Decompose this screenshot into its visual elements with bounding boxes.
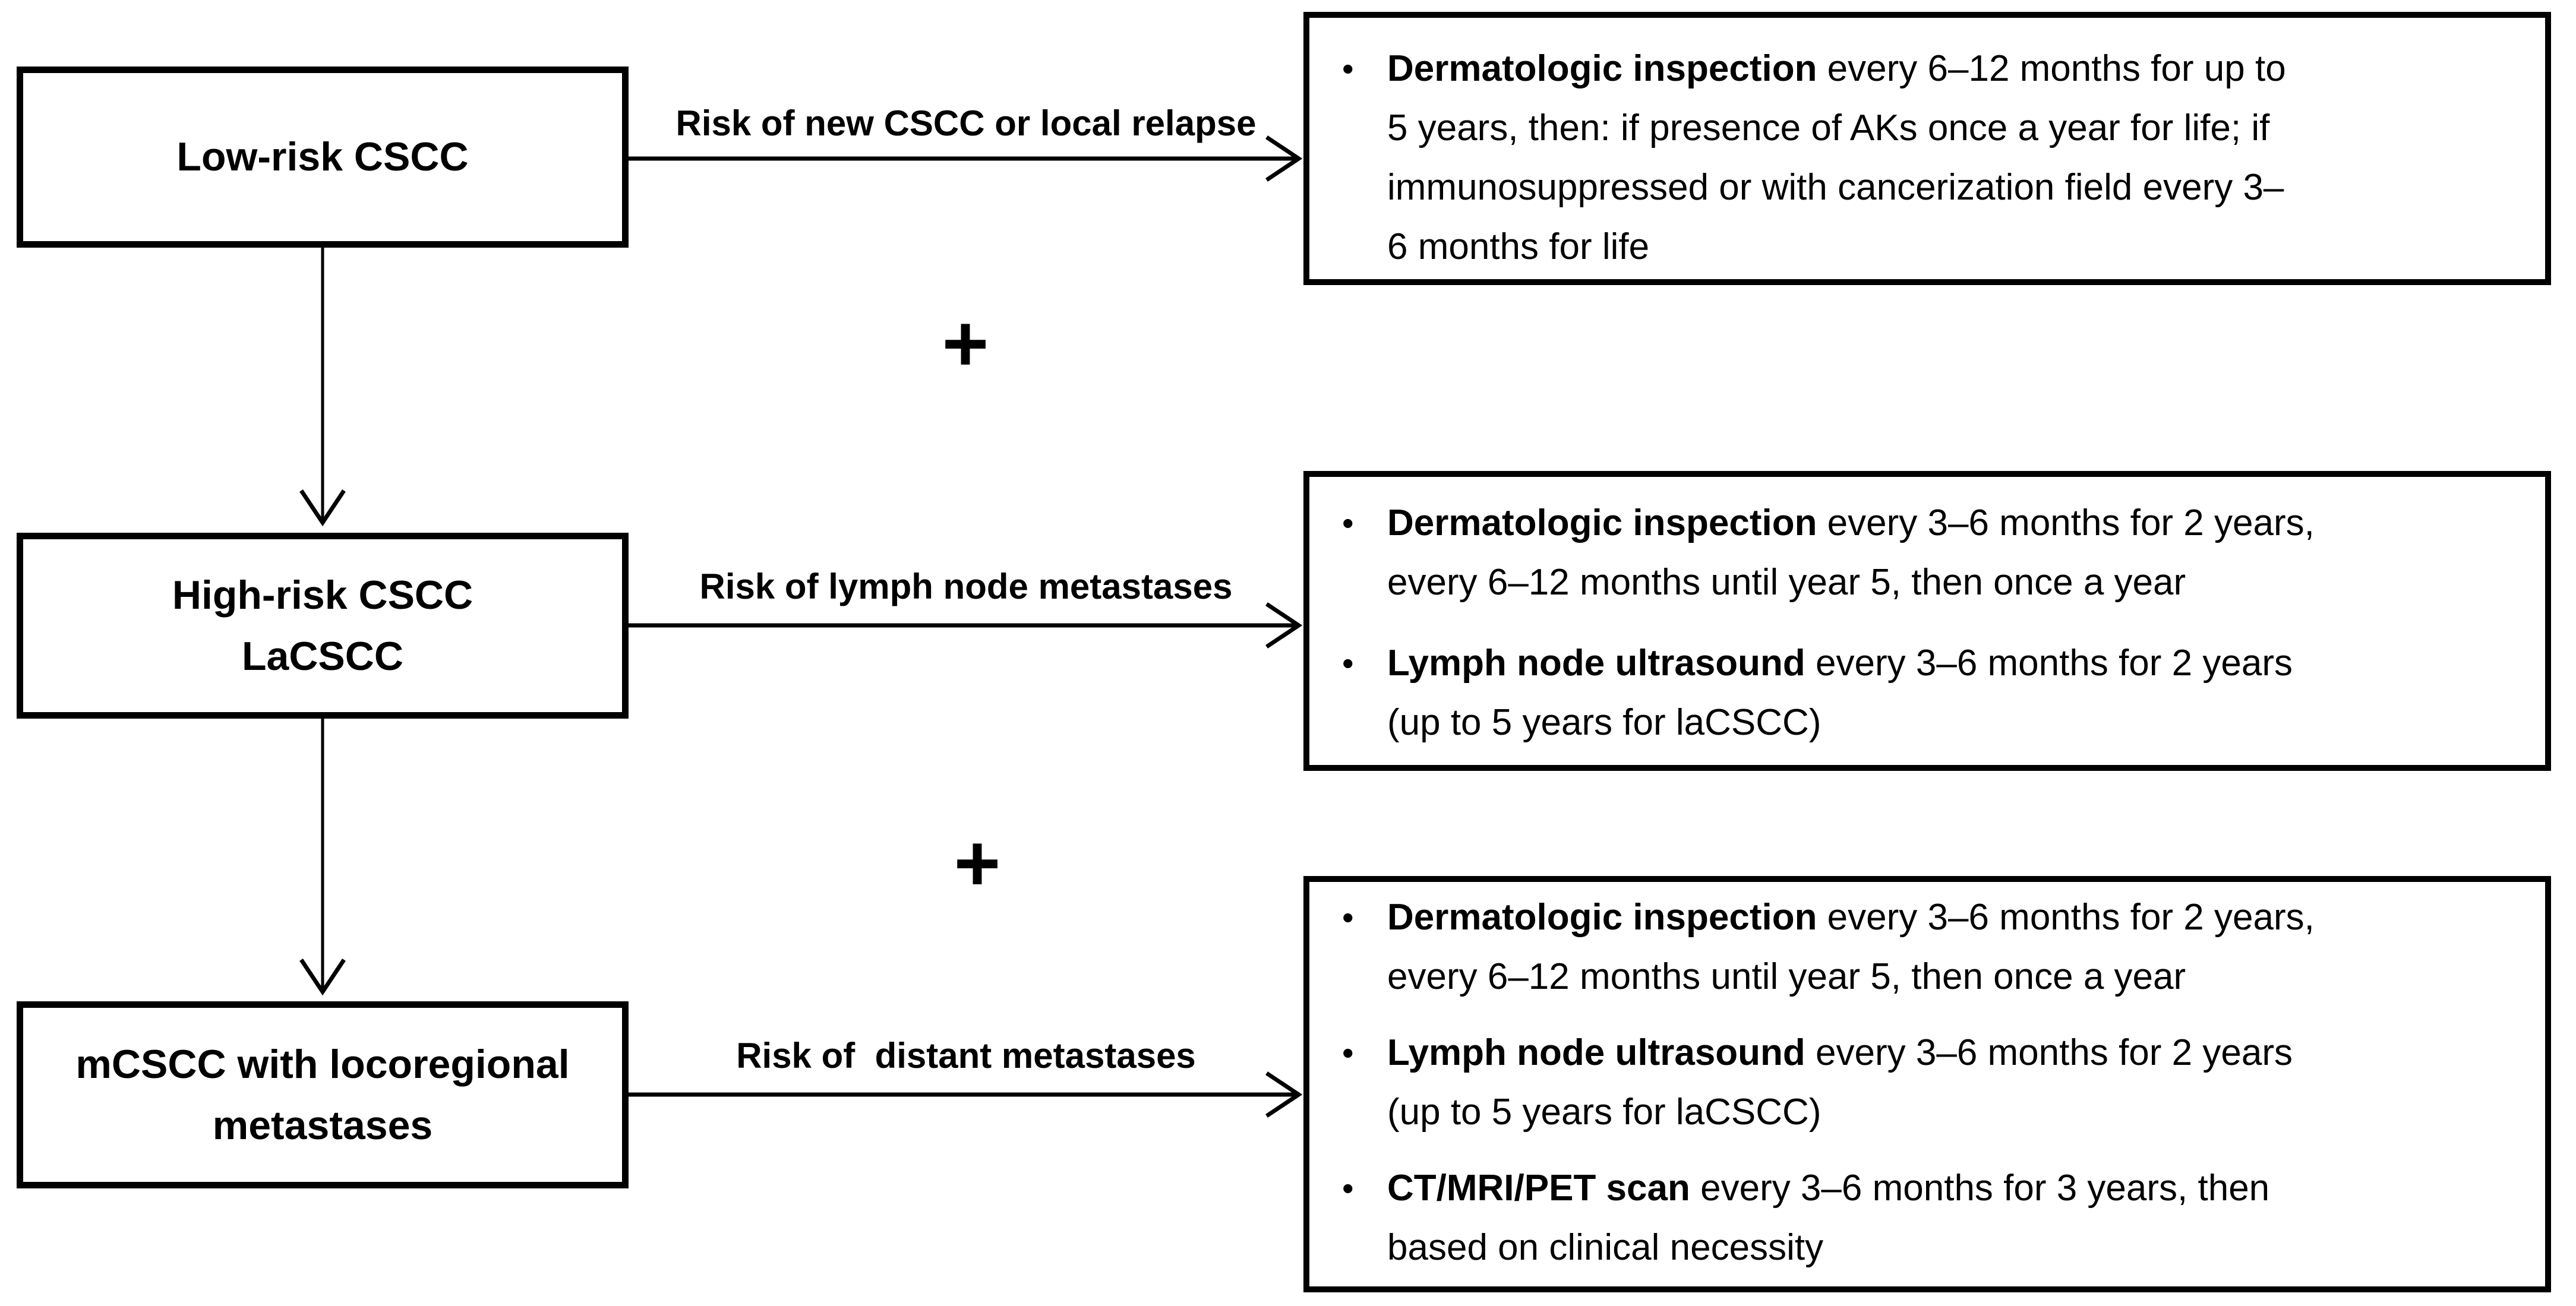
recommendation-detail: every 3–6 months for 3 years, then based… (1387, 1168, 2270, 1268)
recommendation-list: • Dermatologic inspection every 3–6 month… (1342, 888, 2527, 1277)
bullet-glyph: • (1342, 50, 1354, 87)
plus-symbol: + (942, 298, 989, 388)
recommendation-detail: every 6–12 months for up to 5 years, the… (1387, 48, 2286, 267)
stage-title: High-risk CSCC LaCSCC (172, 572, 473, 679)
recommendation-text: Dermatologic inspection every 3–6 months… (1387, 888, 2315, 1007)
recommendation-detail: every 3–6 months for 2 years, every 6–12… (1387, 502, 2315, 603)
recommendation-detail: every 3–6 months for 2 years (up to 5 ye… (1387, 1032, 2293, 1133)
plus-symbol: + (954, 818, 1001, 908)
recommendation-lead: Dermatologic inspection (1387, 502, 1817, 543)
stage-box-low-risk-cscc: Low-risk CSCC (17, 67, 629, 248)
stage-box-mcscc: mCSCC with locoregional metastases (17, 1001, 629, 1188)
bullet-glyph: • (1342, 644, 1354, 682)
recommendation-box-mcscc: • Dermatologic inspection every 3–6 month… (1303, 876, 2551, 1292)
bullet-glyph: • (1342, 1169, 1354, 1207)
bullet-glyph: • (1342, 1034, 1354, 1071)
recommendation-detail: every 3–6 months for 2 years, every 6–12… (1387, 897, 2315, 997)
recommendation-box-high-risk: • Dermatologic inspection every 3–6 month… (1303, 471, 2551, 771)
bullet-glyph: • (1342, 504, 1354, 542)
recommendation-list: • Dermatologic inspection every 6–12 mont… (1342, 39, 2521, 277)
recommendation-list: • Dermatologic inspection every 3–6 month… (1342, 494, 2521, 752)
recommendation-lead: Dermatologic inspection (1387, 48, 1817, 89)
recommendation-lead: Lymph node ultrasound (1387, 1032, 1805, 1073)
recommendation-text: CT/MRI/PET scan every 3–6 months for 3 y… (1387, 1159, 2269, 1277)
arrow-label-distant: Risk of distant metastases (736, 1036, 1196, 1076)
recommendation-item: • CT/MRI/PET scan every 3–6 months for 3 … (1342, 1159, 2527, 1277)
arrow-label-lymph-node: Risk of lymph node metastases (699, 567, 1233, 606)
recommendation-item: • Lymph node ultrasound every 3–6 months … (1342, 634, 2521, 752)
recommendation-box-low-risk: • Dermatologic inspection every 6–12 mont… (1303, 12, 2551, 285)
stage-box-high-risk-cscc: High-risk CSCC LaCSCC (17, 533, 629, 719)
recommendation-lead: Dermatologic inspection (1387, 897, 1817, 938)
recommendation-text: Lymph node ultrasound every 3–6 months f… (1387, 634, 2293, 752)
stage-title: mCSCC with locoregional metastases (75, 1041, 570, 1148)
arrow-label-new-cscc: Risk of new CSCC or local relapse (675, 103, 1257, 143)
recommendation-text: Dermatologic inspection every 6–12 month… (1387, 39, 2286, 277)
bullet-glyph: • (1342, 899, 1354, 936)
recommendation-text: Lymph node ultrasound every 3–6 months f… (1387, 1023, 2293, 1142)
stage-title: Low-risk CSCC (176, 134, 469, 179)
recommendation-text: Dermatologic inspection every 3–6 months… (1387, 494, 2315, 612)
recommendation-lead: CT/MRI/PET scan (1387, 1168, 1690, 1209)
recommendation-item: • Dermatologic inspection every 3–6 month… (1342, 888, 2527, 1007)
recommendation-item: • Dermatologic inspection every 6–12 mont… (1342, 39, 2521, 277)
recommendation-item: • Dermatologic inspection every 3–6 month… (1342, 494, 2521, 612)
recommendation-detail: every 3–6 months for 2 years (up to 5 ye… (1387, 643, 2293, 743)
recommendation-lead: Lymph node ultrasound (1387, 643, 1805, 684)
recommendation-item: • Lymph node ultrasound every 3–6 months … (1342, 1023, 2527, 1142)
